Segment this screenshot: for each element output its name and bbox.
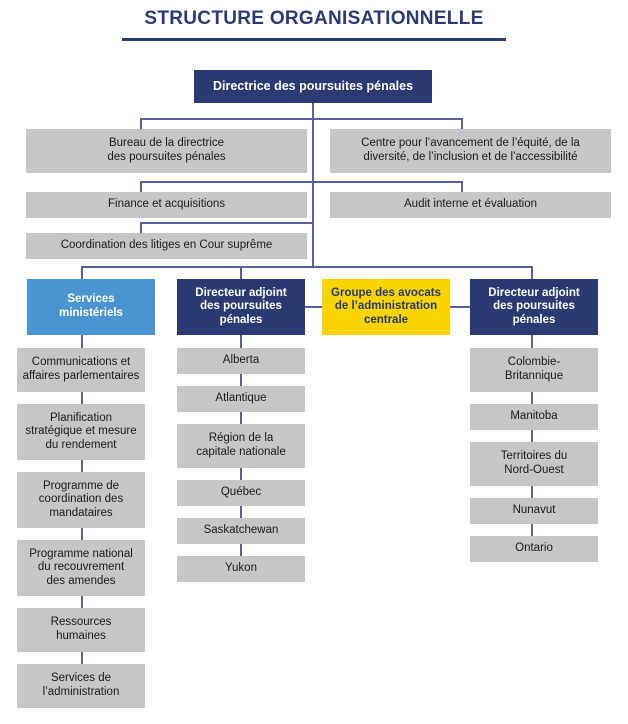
- c4-connector-0: [531, 335, 533, 348]
- c1-connector-2: [81, 460, 83, 472]
- c2-item-1[interactable]: Atlantique: [177, 386, 305, 412]
- c2-connector-5: [240, 544, 242, 556]
- elbow-h-finance: [140, 181, 313, 183]
- title-underline: [122, 38, 506, 41]
- elbow-h-audit: [313, 181, 463, 183]
- staff-box-centre-label: Centre pour l’avancement de l’équité, de…: [361, 137, 580, 163]
- root-node-label: Directrice des poursuites pénales: [212, 79, 414, 94]
- drop-column-4: [531, 266, 533, 279]
- c4-item-0-label: Colombie-Britannique: [504, 356, 564, 382]
- c4-item-3-label: Nunavut: [512, 504, 556, 517]
- elbow-v-audit: [461, 181, 463, 192]
- staff-box-audit[interactable]: Audit interne et évaluation: [330, 192, 611, 218]
- c4-connector-1: [531, 392, 533, 404]
- elbow-h-coordination: [140, 222, 313, 224]
- c1-connector-3: [81, 528, 83, 540]
- c4-connector-3: [531, 486, 533, 498]
- c4-item-1-label: Manitoba: [510, 410, 558, 423]
- elbow-h-centre: [313, 118, 463, 120]
- c2-item-5-label: Yukon: [225, 562, 257, 575]
- c2-item-4-label: Saskatchewan: [203, 524, 279, 537]
- c4-item-3[interactable]: Nunavut: [470, 498, 598, 524]
- c2-connector-0: [240, 335, 242, 348]
- c4-item-0[interactable]: Colombie-Britannique: [470, 348, 598, 392]
- c2-item-4[interactable]: Saskatchewan: [177, 518, 305, 544]
- c1-connector-0: [81, 335, 83, 348]
- staff-box-audit-label: Audit interne et évaluation: [404, 198, 537, 211]
- c1-connector-1: [81, 392, 83, 404]
- c2-item-3[interactable]: Québec: [177, 480, 305, 506]
- c1-connector-5: [81, 652, 83, 664]
- c2-item-5[interactable]: Yukon: [177, 556, 305, 582]
- staff-box-finance-label: Finance et acquisitions: [108, 198, 225, 211]
- distribution-rail: [81, 266, 532, 268]
- elbow-v-finance: [140, 181, 142, 192]
- drop-column-1: [81, 266, 83, 279]
- c2-item-1-label: Atlantique: [215, 392, 267, 405]
- trunk-line: [312, 103, 314, 266]
- c4-item-1[interactable]: Manitoba: [470, 404, 598, 430]
- staff-box-finance[interactable]: Finance et acquisitions: [26, 192, 307, 218]
- page-title: STRUCTURE ORGANISATIONNELLE: [144, 8, 484, 29]
- c4-connector-4: [531, 524, 533, 536]
- link-groupe-to-left-navy: [305, 306, 322, 308]
- c4-connector-2: [531, 430, 533, 442]
- drop-column-2: [240, 266, 242, 279]
- staff-box-coordination[interactable]: Coordination des litiges en Cour suprême: [26, 233, 307, 259]
- root-node-directrice[interactable]: Directrice des poursuites pénales: [194, 70, 432, 103]
- c2-connector-4: [240, 506, 242, 518]
- c1-connector-4: [81, 596, 83, 608]
- c2-connector-1: [240, 374, 242, 386]
- c2-connector-2: [240, 412, 242, 424]
- c2-connector-3: [240, 468, 242, 480]
- c4-item-4[interactable]: Ontario: [470, 536, 598, 562]
- c2-item-3-label: Québec: [220, 486, 262, 499]
- elbow-v-centre: [461, 118, 463, 129]
- elbow-v-bureau: [140, 118, 142, 129]
- c2-item-0-label: Alberta: [222, 354, 260, 367]
- link-groupe-to-right-navy: [450, 306, 470, 308]
- staff-box-centre[interactable]: Centre pour l’avancement de l’équité, de…: [330, 129, 611, 173]
- staff-box-coordination-label: Coordination des litiges en Cour suprême: [60, 239, 273, 252]
- c4-item-4-label: Ontario: [515, 542, 553, 555]
- elbow-v-coordination: [140, 222, 142, 233]
- c2-item-0[interactable]: Alberta: [177, 348, 305, 374]
- elbow-h-bureau: [140, 118, 313, 120]
